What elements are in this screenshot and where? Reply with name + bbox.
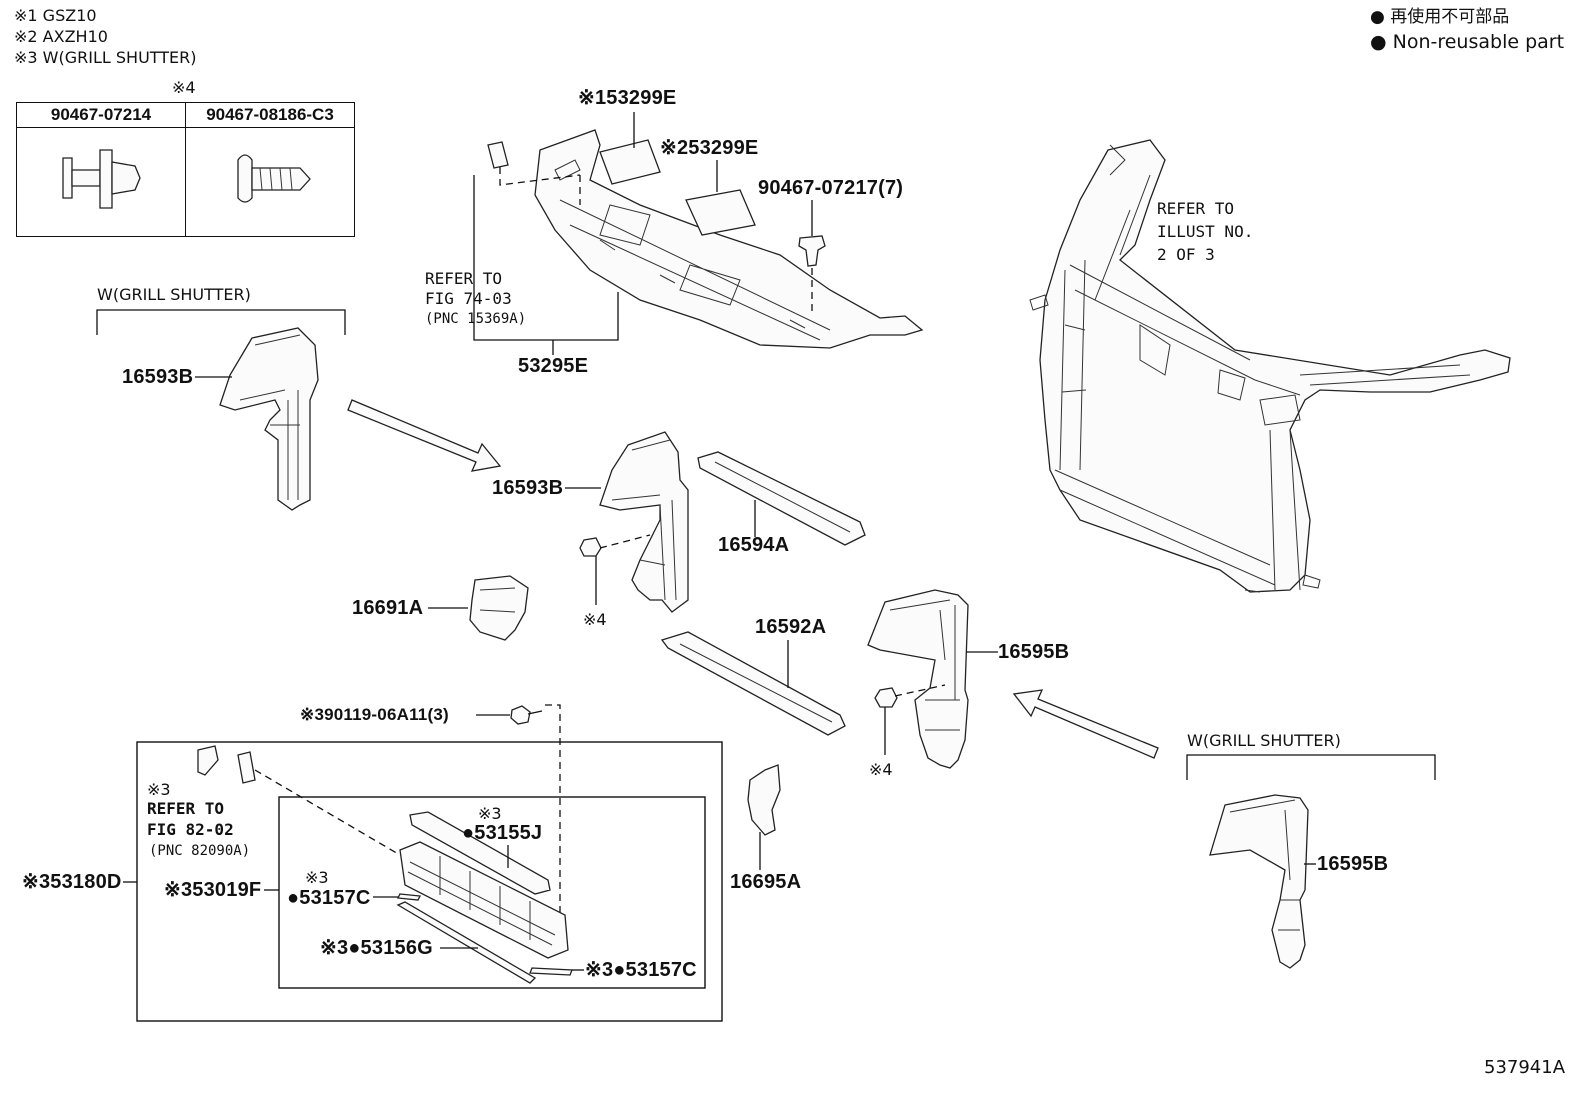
refer-illust-line3: 2 OF 3 bbox=[1157, 245, 1215, 264]
note-4-right: ※4 bbox=[869, 760, 893, 779]
side-deflector-left-upper-illustration bbox=[96, 309, 346, 511]
label-90119-06A11: ※390119-06A11(3) bbox=[300, 705, 449, 724]
legend-en: ● Non-reusable part bbox=[1370, 31, 1565, 53]
direction-arrow-right bbox=[1012, 689, 1159, 759]
grill-shutter-assembly-illustration bbox=[123, 741, 723, 1022]
label-53299E-1: ※153299E bbox=[578, 87, 677, 109]
radiator-support-illustration bbox=[1029, 139, 1511, 593]
label-16593B-left: 16593B bbox=[122, 366, 194, 388]
label-53157C: ●53157C bbox=[287, 887, 371, 909]
note-3-refer82: ※3 bbox=[147, 780, 171, 799]
grill-shutter-right-caption: W(GRILL SHUTTER) bbox=[1187, 731, 1341, 750]
note-4-center: ※4 bbox=[583, 610, 607, 629]
side-deflector-right-illustration bbox=[867, 589, 998, 769]
label-16695A: 16695A bbox=[730, 871, 802, 893]
side-deflector-right-lower-illustration bbox=[1186, 754, 1436, 969]
note-1: ※1 GSZ10 bbox=[14, 6, 97, 25]
label-53299E-2: ※253299E bbox=[660, 137, 759, 159]
label-53155J: ●53155J bbox=[462, 822, 543, 844]
bracket-16691A-illustration bbox=[428, 575, 529, 641]
label-53180D: ※353180D bbox=[22, 871, 122, 893]
refer-82-line3: (PNC 82090A) bbox=[149, 843, 251, 859]
note-4: ※4 bbox=[172, 78, 196, 97]
bolt-90119-illustration bbox=[476, 704, 561, 920]
label-90467-07217: 90467-07217(7) bbox=[758, 177, 904, 199]
label-53156G: ※3●53156G bbox=[320, 937, 433, 959]
grill-shutter-left-caption: W(GRILL SHUTTER) bbox=[97, 285, 251, 304]
bracket-16695A-illustration bbox=[747, 764, 781, 870]
label-53157C-lower: ※3●53157C bbox=[585, 959, 697, 981]
seal-16594A-illustration bbox=[697, 451, 866, 546]
refer-illust-line1: REFER TO bbox=[1157, 199, 1235, 218]
refer-illust-line2: ILLUST NO. bbox=[1157, 222, 1254, 241]
label-53295E: 53295E bbox=[518, 355, 589, 377]
clip-table-col2: 90467-08186-C3 bbox=[185, 102, 355, 128]
seal-16592A-illustration bbox=[660, 631, 846, 736]
label-16592A: 16592A bbox=[755, 616, 827, 638]
refer-74-line1: REFER TO bbox=[425, 269, 503, 288]
label-16691A: 16691A bbox=[352, 597, 424, 619]
refer-82-line1: REFER TO bbox=[147, 799, 225, 818]
note-3-53157C: ※3 bbox=[305, 868, 329, 887]
refer-74-line3: (PNC 15369A) bbox=[425, 311, 527, 327]
clip-table-cell1 bbox=[16, 127, 186, 237]
clip-table-cell2 bbox=[185, 127, 355, 237]
illustration-number: 537941A bbox=[1484, 1057, 1566, 1078]
direction-arrow-left bbox=[347, 399, 502, 472]
refer-74-line2: FIG 74-03 bbox=[425, 289, 512, 308]
legend-jp: ● 再使用不可部品 bbox=[1370, 7, 1510, 27]
label-53019F: ※353019F bbox=[164, 879, 262, 901]
clip-table: 90467-07214 90467-08186-C3 bbox=[16, 102, 355, 237]
label-16595B-lower: 16595B bbox=[1317, 853, 1389, 875]
side-deflector-left-illustration bbox=[565, 431, 689, 613]
clip-90467-07217-illustration bbox=[798, 200, 826, 312]
note-3-53155J: ※3 bbox=[478, 804, 502, 823]
note-2: ※2 AXZH10 bbox=[14, 27, 108, 46]
label-16594A: 16594A bbox=[718, 534, 790, 556]
note-3: ※3 W(GRILL SHUTTER) bbox=[14, 48, 197, 67]
refer-82-line2: FIG 82-02 bbox=[147, 820, 234, 839]
label-16593B-center: 16593B bbox=[492, 477, 564, 499]
radiator-upper-cover-illustration bbox=[473, 112, 924, 355]
label-16595B-right: 16595B bbox=[998, 641, 1070, 663]
clip-table-col1: 90467-07214 bbox=[16, 102, 186, 128]
